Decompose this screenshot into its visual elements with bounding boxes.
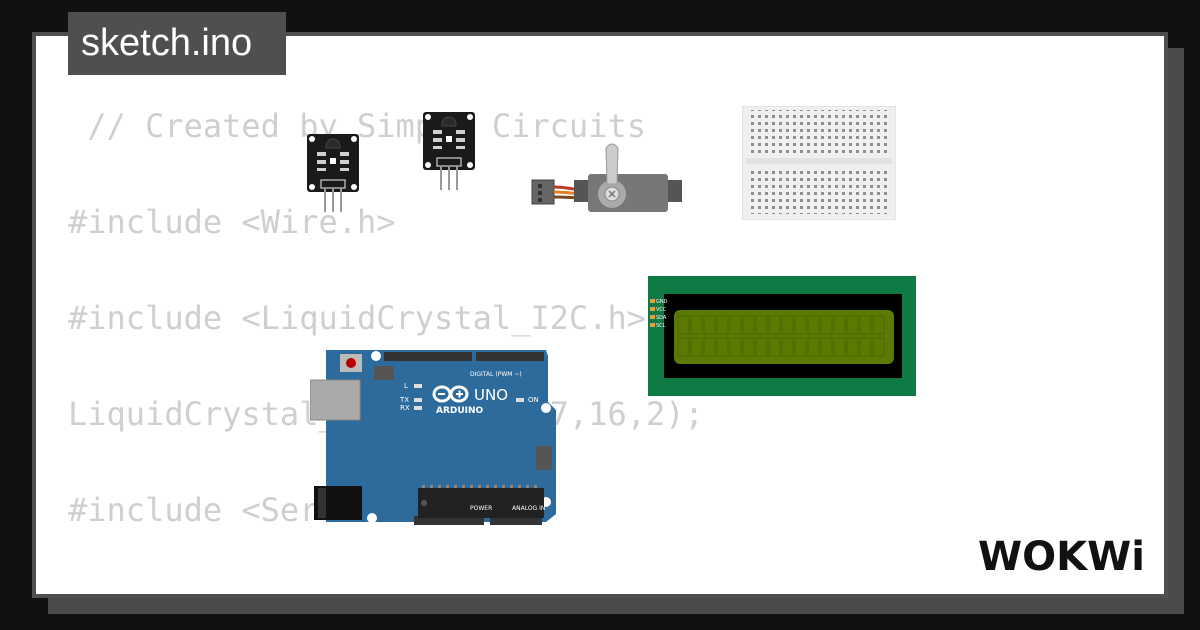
arduino-model-label: UNO	[474, 386, 508, 404]
project-preview-card[interactable]: // Created by Simple Circuits #include <…	[32, 32, 1168, 598]
lcd-16x2-i2c[interactable]: GND VCC SDA SCL	[648, 276, 916, 396]
arduino-l-label: L	[404, 382, 408, 390]
arduino-digital-label: DIGITAL (PWM ~)	[470, 371, 522, 378]
lcd-pin-vcc: VCC	[656, 307, 667, 313]
arduino-power-label: POWER	[470, 505, 492, 512]
lcd-pin-gnd: GND	[656, 299, 668, 305]
arduino-infinity-icon	[432, 385, 469, 403]
code-line-3: #include <LiquidCrystal_I2C.h>	[68, 299, 646, 337]
wokwi-logo-text: WOKWi	[978, 534, 1145, 580]
servo-motor[interactable]	[530, 140, 686, 218]
code-line-2: #include <Wire.h>	[68, 203, 396, 241]
code-line-1: // Created by Simple Circuits	[68, 107, 646, 145]
lcd-pin-scl: SCL	[656, 323, 666, 329]
arduino-tx-label: TX	[399, 396, 409, 404]
ir-sensor-module-2[interactable]	[420, 110, 478, 192]
ir-sensor-module-1[interactable]	[304, 132, 362, 214]
arduino-uno-board[interactable]: L TX RX ON UNO ARDUINO DIGITAL (PWM ~) P…	[310, 342, 558, 528]
arduino-brand-label: ARDUINO	[436, 406, 484, 416]
arduino-analog-label: ANALOG IN	[512, 505, 545, 512]
mini-breadboard[interactable]	[742, 106, 896, 220]
wokwi-logo: WOKWi	[978, 534, 1145, 580]
sketch-filename-tab[interactable]: sketch.ino	[68, 12, 286, 75]
arduino-rx-label: RX	[400, 404, 410, 412]
code-line-5: #include <Servo.h>	[68, 491, 415, 529]
lcd-pin-sda: SDA	[656, 315, 667, 321]
arduino-on-label: ON	[528, 396, 539, 404]
